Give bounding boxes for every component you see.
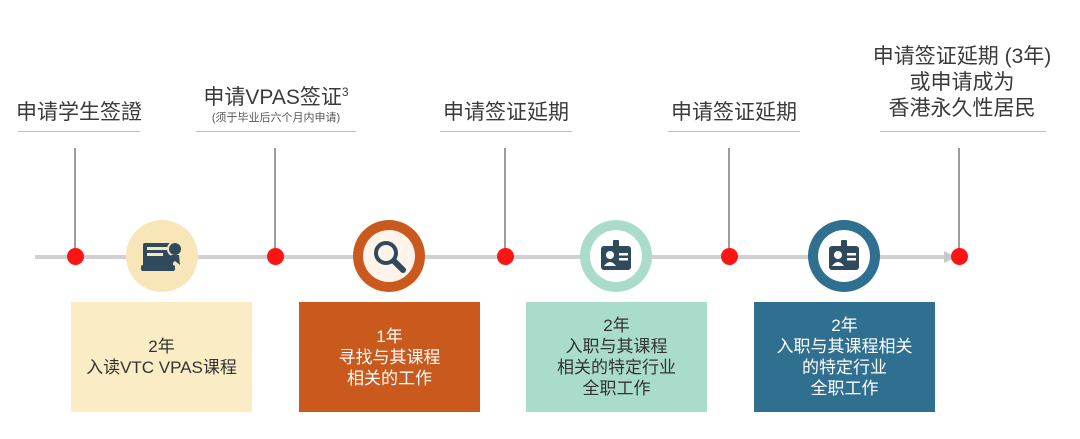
phase-box-1: 2年 入读VTC VPAS课程	[71, 302, 252, 412]
phase-3-desc-line-2: 相关的特定行业	[557, 358, 676, 377]
connector-4	[728, 148, 730, 256]
milestone-label-3: 申请签证延期	[436, 100, 576, 126]
milestone-2-title: 申请VPAS签证	[203, 86, 342, 109]
phase-1-icon-ring	[126, 220, 198, 292]
diploma-icon	[136, 230, 188, 282]
connector-3	[504, 148, 506, 256]
timeline-axis	[35, 255, 947, 259]
phase-4-icon-ring	[808, 220, 880, 292]
phase-3-duration: 2年	[603, 316, 630, 335]
phase-3-desc-line-1: 入职与其课程	[565, 337, 668, 356]
milestone-4-title: 申请签证延期	[671, 101, 797, 124]
phase-4-desc-line-1: 入职与其课程相关	[776, 337, 913, 356]
milestone-label-5: 申请签证延期 (3年) 或申请成为 香港永久性居民	[872, 44, 1052, 122]
milestone-5-line-3: 香港永久性居民	[888, 97, 1036, 120]
milestone-3-underline	[440, 131, 572, 132]
phase-4-desc-line-2: 的特定行业	[802, 358, 887, 377]
phase-2-duration: 1年	[376, 326, 403, 346]
milestone-2-footnote: 3	[341, 85, 349, 99]
milestone-label-2: 申请VPAS签证3 (须于毕业后六个月内申请)	[188, 79, 364, 125]
milestone-dot-5	[951, 248, 968, 265]
connector-1	[74, 148, 76, 256]
milestone-3-title: 申请签证延期	[443, 101, 569, 124]
milestone-1-title: 申请学生签證	[16, 101, 142, 124]
magnifier-icon	[363, 230, 415, 282]
milestone-5-line-2: 或申请成为	[909, 71, 1015, 94]
id-badge-icon	[818, 230, 870, 282]
milestone-label-4: 申请签证延期	[664, 100, 804, 126]
phase-2-icon-ring	[353, 220, 425, 292]
connector-2	[274, 148, 276, 256]
phase-2-desc-line-2: 相关的工作	[347, 368, 432, 388]
phase-box-3: 2年 入职与其课程 相关的特定行业 全职工作	[526, 302, 707, 412]
phase-2-desc-line-1: 寻找与其课程	[338, 347, 441, 367]
phase-3-desc-line-3: 全职工作	[582, 379, 651, 398]
phase-box-4: 2年 入职与其课程相关 的特定行业 全职工作	[754, 302, 935, 412]
id-badge-icon	[590, 230, 642, 282]
milestone-dot-1	[67, 248, 84, 265]
milestone-label-1: 申请学生签證	[14, 100, 144, 126]
milestone-5-line-1: 申请签证延期 (3年)	[872, 45, 1052, 68]
milestone-2-note: (须于毕业后六个月内申请)	[211, 112, 341, 124]
milestone-1-underline	[18, 131, 140, 132]
milestone-4-underline	[668, 131, 800, 132]
milestone-5-underline	[880, 131, 1046, 132]
milestone-2-underline	[196, 131, 356, 132]
phase-box-2: 1年 寻找与其课程 相关的工作	[299, 302, 480, 412]
milestone-dot-2	[267, 248, 284, 265]
connector-5	[958, 148, 960, 256]
phase-3-icon-ring	[580, 220, 652, 292]
phase-4-desc-line-3: 全职工作	[810, 379, 879, 398]
milestone-dot-4	[721, 248, 738, 265]
phase-1-desc-line-1: 入读VTC VPAS课程	[86, 358, 237, 377]
phase-4-duration: 2年	[831, 316, 858, 335]
milestone-dot-3	[497, 248, 514, 265]
phase-1-duration: 2年	[148, 337, 175, 356]
